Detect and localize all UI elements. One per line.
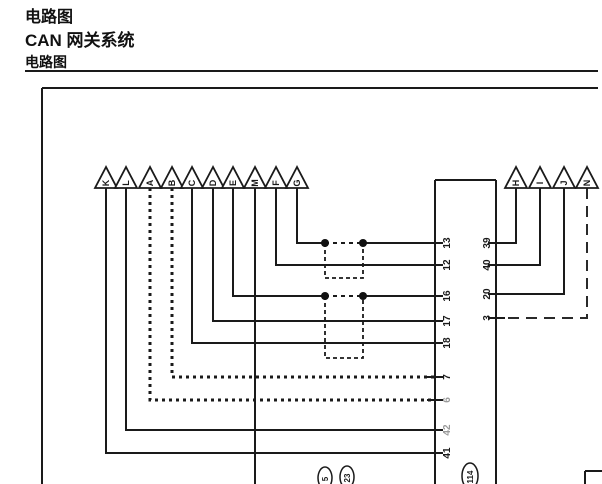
wire-D-17 — [212, 188, 435, 322]
triangle-letter-B: B — [167, 179, 177, 186]
pin-label-13: 13 — [442, 237, 453, 249]
triangle-letter-M: M — [250, 179, 260, 187]
junction-dot — [321, 292, 329, 300]
left-connector-triangles: K L A B C D E M F G — [93, 165, 310, 189]
triangle-letter-I: I — [535, 182, 545, 185]
wire-F-12 — [275, 188, 435, 266]
pin-label-40: 40 — [482, 259, 493, 271]
gateway-code-label: 114 — [466, 470, 475, 483]
gateway-code-oval: 114 — [461, 462, 479, 484]
right-connector-triangles: H I J N — [503, 165, 600, 189]
page-title: 电路图 — [25, 9, 74, 26]
bottom-label-23: 23 — [343, 473, 352, 482]
pin-label-39: 39 — [482, 237, 493, 249]
triangle-letter-E: E — [228, 180, 238, 186]
pin-label-16: 16 — [442, 290, 453, 302]
pin-label-3: 3 — [482, 315, 493, 321]
junction-dot — [321, 239, 329, 247]
triangle-letter-C: C — [187, 179, 197, 186]
gateway-box — [434, 179, 497, 484]
wire-L-42 — [125, 188, 435, 431]
pin-label-41: 41 — [442, 447, 453, 459]
gateway-left-pin-ticks — [427, 242, 443, 454]
section-title: 电路图 — [25, 54, 67, 70]
pin-label-20: 20 — [482, 288, 493, 300]
wire-A-6 — [148, 188, 435, 402]
pin-label-7: 7 — [442, 374, 453, 380]
wire-N-3 — [496, 188, 588, 319]
triangle-letter-F: F — [271, 180, 281, 186]
shield-loop-2 — [324, 296, 364, 359]
wire-E-16 — [232, 188, 325, 297]
pin-label-12: 12 — [442, 259, 453, 271]
wire-I-40 — [496, 188, 541, 266]
pin-label-42: 42 — [442, 424, 453, 436]
triangle-letter-L: L — [121, 180, 131, 186]
triangle-letter-A: A — [145, 179, 155, 186]
gateway-right-pin-ticks — [488, 242, 505, 319]
junction-dot — [359, 292, 367, 300]
triangle-letter-N: N — [582, 180, 592, 187]
wire-C-18 — [191, 188, 435, 344]
wire-H-39 — [496, 188, 517, 244]
triangle-letter-D: D — [208, 179, 218, 186]
triangle-letter-G: G — [292, 179, 302, 186]
triangle-letter-J: J — [559, 180, 569, 185]
triangle-letter-K: K — [101, 179, 111, 186]
pin-label-18: 18 — [442, 337, 453, 349]
wire-K-41 — [105, 188, 435, 454]
pin-label-17: 17 — [442, 315, 453, 327]
bottom-label-5: 5 — [321, 476, 330, 481]
shield-loop-1 — [324, 243, 364, 279]
junction-dot — [359, 239, 367, 247]
partial-box-bottom-right — [584, 470, 602, 484]
system-title: CAN 网关系统 — [25, 31, 135, 50]
pin-label-6: 6 — [442, 397, 453, 403]
triangle-letter-H: H — [511, 180, 521, 187]
bottom-label-ovals: 5 23 — [317, 465, 355, 484]
wire-G-13 — [296, 188, 325, 244]
wire-J-20 — [496, 188, 565, 295]
wire-B-7 — [170, 188, 435, 379]
